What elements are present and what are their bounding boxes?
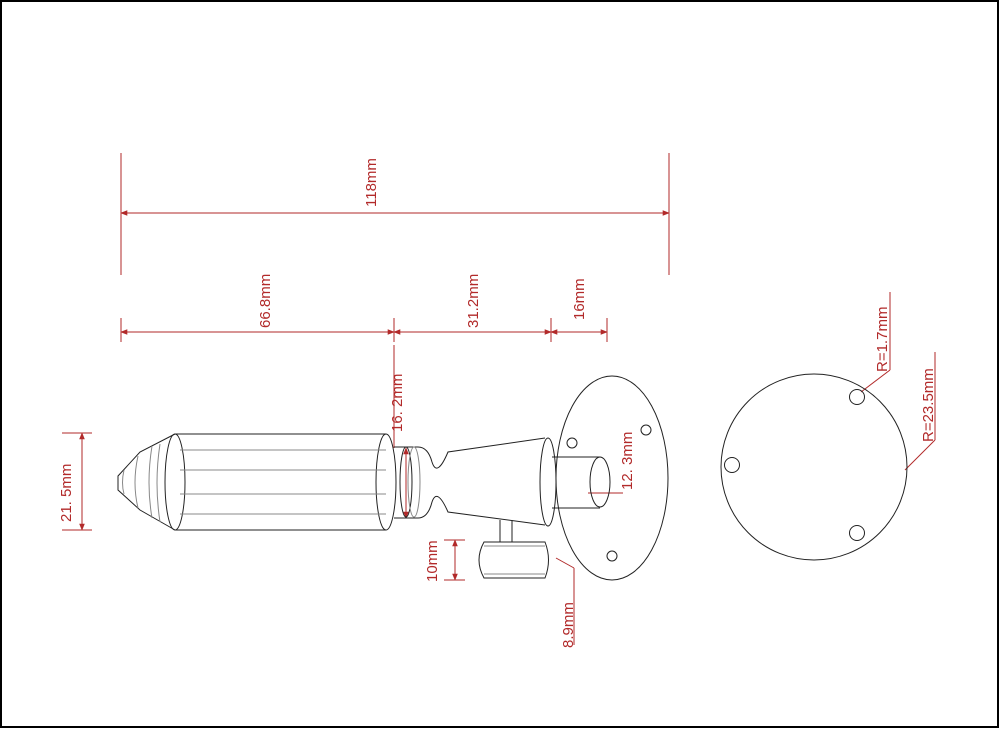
dimension-bore: 12. 3mm (588, 432, 636, 494)
dimension-plate-radius: R=23.5mm (904, 352, 937, 471)
knob-length-label: 10mm (424, 540, 441, 582)
dimension-hole-radius: R=1.7mm (860, 292, 891, 393)
hole-radius-label: R=1.7mm (874, 307, 891, 372)
bore-diameter-label: 12. 3mm (619, 432, 636, 490)
dimension-segments: 66.8mm 31.2mm 16mm (120, 274, 608, 342)
dimension-knob: 10mm 8.9mm (424, 539, 577, 648)
mount-plate-front (720, 373, 908, 561)
lamp-neck (394, 437, 557, 527)
lamp-body (117, 433, 397, 531)
neck-diameter-label: 16. 2mm (389, 374, 406, 432)
mount-plate-side (552, 375, 669, 581)
dimension-neck-diameter: 16. 2mm (389, 345, 409, 519)
neck-length-label: 31.2mm (465, 274, 482, 328)
dimension-total: 118mm (120, 153, 670, 275)
dimension-body-diameter: 21. 5mm (58, 432, 92, 531)
base-offset-label: 16mm (571, 278, 588, 320)
total-length-label: 118mm (363, 158, 380, 207)
plate-radius-label: R=23.5mm (920, 368, 937, 442)
knob-offset-label: 8.9mm (560, 602, 577, 648)
body-diameter-label: 21. 5mm (58, 464, 75, 522)
adjust-knob (478, 520, 549, 579)
body-length-label: 66.8mm (257, 274, 274, 328)
